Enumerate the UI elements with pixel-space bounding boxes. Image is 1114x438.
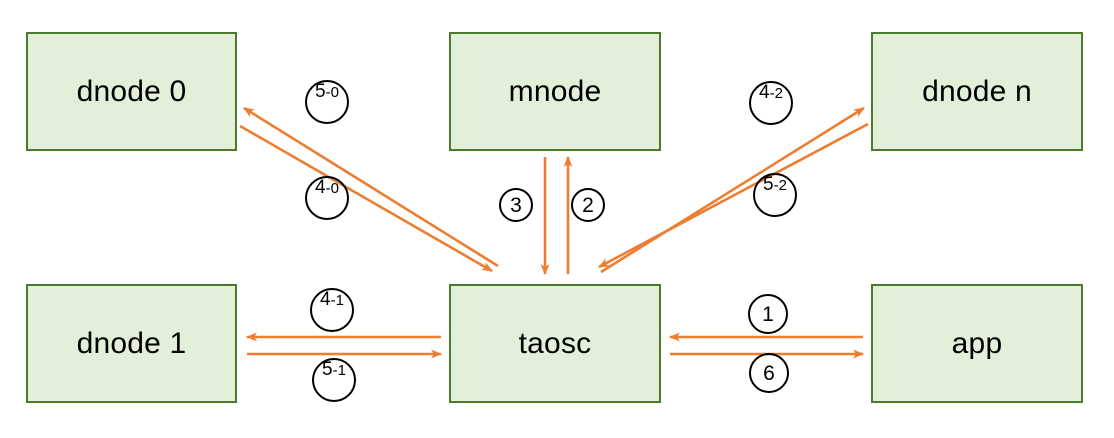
- edge-5-0: [243, 106, 499, 268]
- node-label-dnode-n: dnode n: [922, 74, 1032, 108]
- step-badge-4-1-sub: -1: [330, 292, 344, 309]
- edge-4-2: [600, 106, 865, 274]
- node-dnode-0[interactable]: dnode 0: [26, 32, 237, 151]
- node-label-dnode-0: dnode 0: [76, 74, 187, 108]
- node-label-mnode: mnode: [508, 74, 602, 108]
- step-badge-5-0-sub: -0: [325, 84, 339, 101]
- step-badge-5-0: 5 -0: [305, 80, 349, 124]
- node-label-app: app: [951, 326, 1003, 360]
- step-badge-5-2-main: 5: [763, 174, 774, 195]
- node-dnode-1[interactable]: dnode 1: [26, 284, 237, 403]
- step-badge-4-0-main: 4: [315, 177, 326, 198]
- step-badge-5-2-sub: -2: [773, 177, 787, 194]
- step-badge-2-main: 2: [582, 193, 594, 217]
- step-badge-4-2-main: 4: [759, 82, 770, 103]
- step-badge-5-2: 5 -2: [753, 173, 797, 217]
- node-mnode[interactable]: mnode: [449, 32, 661, 151]
- node-app[interactable]: app: [871, 284, 1083, 403]
- step-badge-5-0-main: 5: [315, 81, 326, 102]
- step-badge-6: 6: [749, 353, 789, 393]
- step-badge-5-1: 5 -1: [312, 358, 356, 402]
- step-badge-6-main: 6: [763, 361, 775, 385]
- node-label-taosc: taosc: [518, 326, 592, 360]
- step-badge-5-1-sub: -1: [332, 362, 346, 379]
- node-label-dnode-1: dnode 1: [76, 326, 187, 360]
- step-badge-4-1-main: 4: [320, 289, 331, 310]
- step-badge-4-2: 4 -2: [749, 81, 793, 125]
- step-badge-1-main: 1: [762, 302, 774, 326]
- edge-4-0: [239, 124, 493, 273]
- step-badge-2: 2: [571, 188, 605, 222]
- node-taosc[interactable]: taosc: [449, 284, 661, 403]
- step-badge-5-1-main: 5: [322, 359, 333, 380]
- step-badge-1: 1: [748, 294, 788, 334]
- step-badge-3-main: 3: [510, 193, 522, 217]
- step-badge-4-1: 4 -1: [310, 288, 354, 332]
- step-badge-3: 3: [499, 188, 533, 222]
- node-dnode-n[interactable]: dnode n: [871, 32, 1083, 151]
- edge-5-2: [598, 122, 869, 269]
- step-badge-4-0-sub: -0: [325, 180, 339, 197]
- step-badge-4-0: 4 -0: [305, 176, 349, 220]
- step-badge-4-2-sub: -2: [769, 85, 783, 102]
